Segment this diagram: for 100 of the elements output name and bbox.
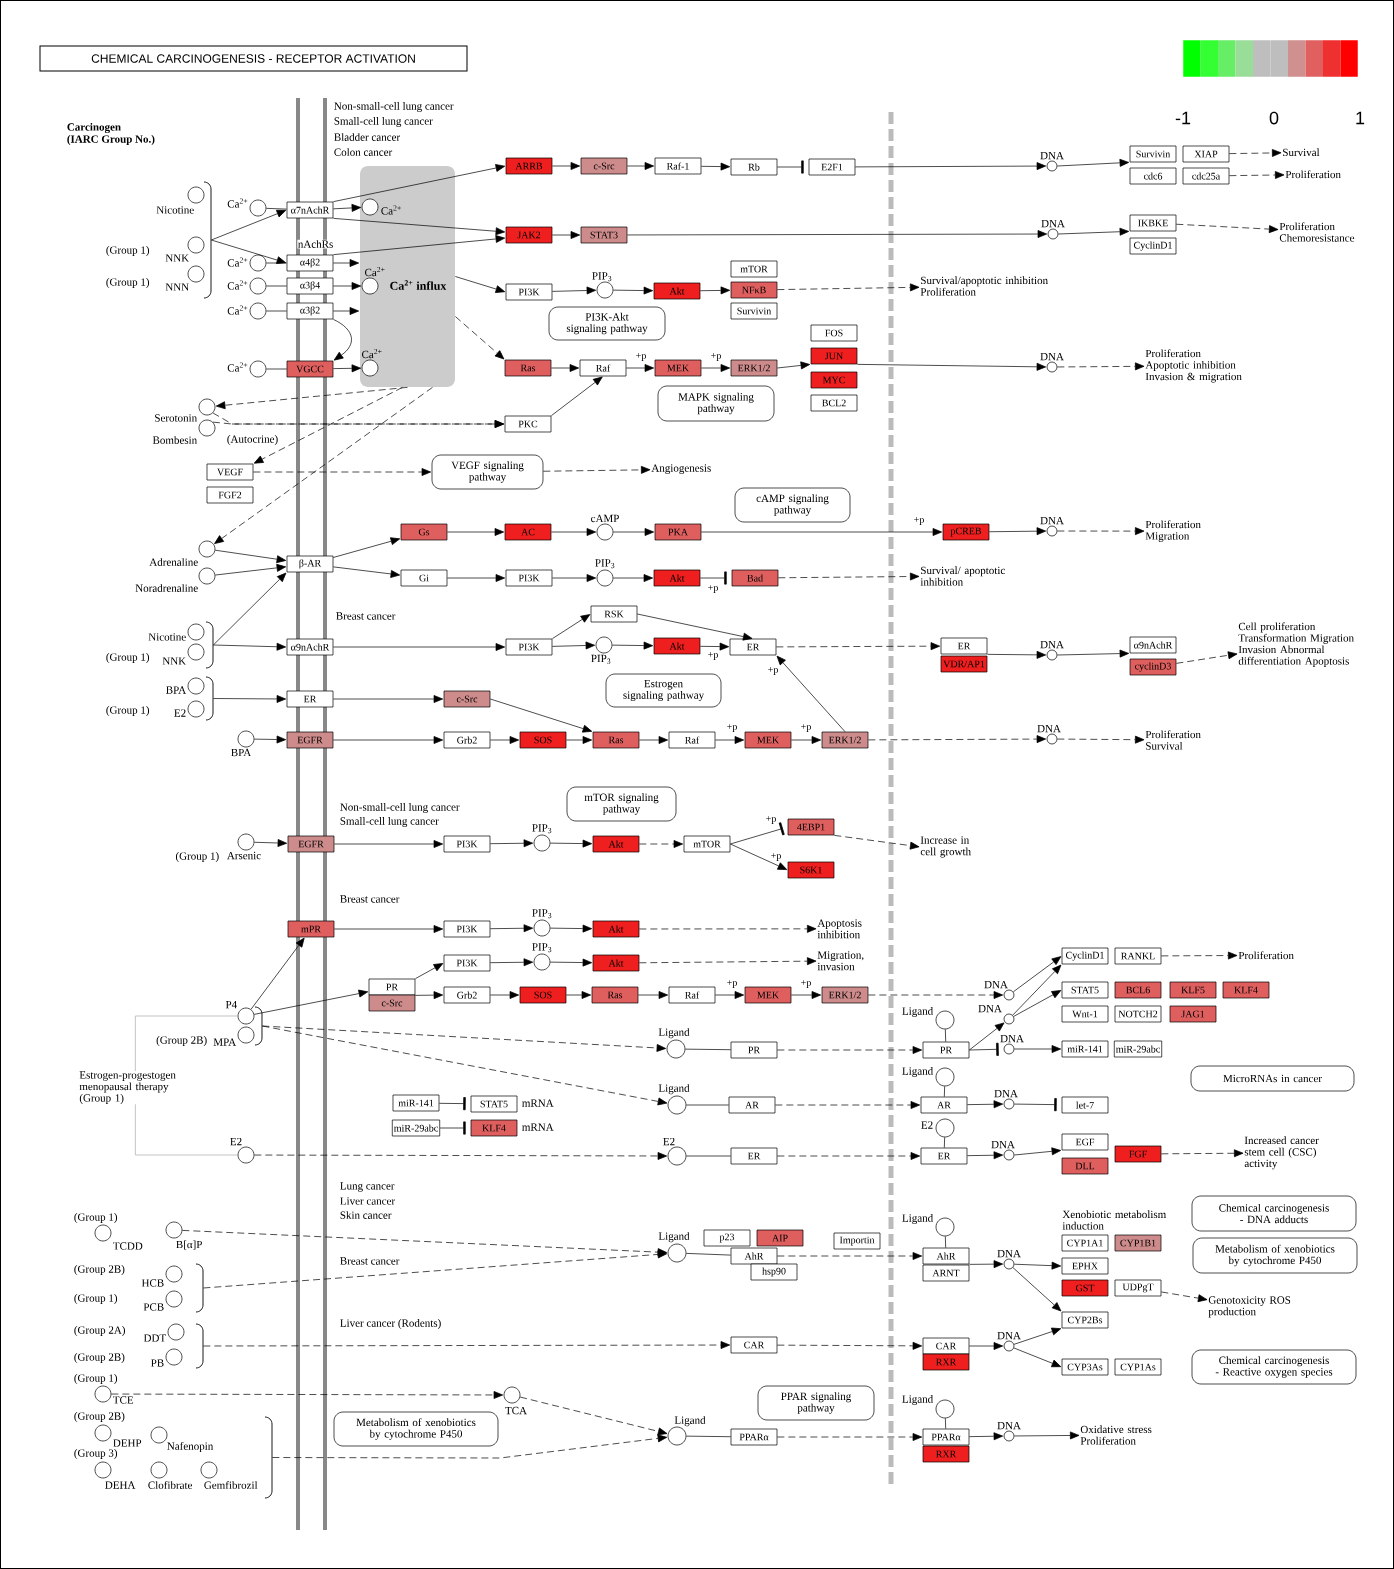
gene-box: FGF xyxy=(1114,1145,1162,1163)
arrow xyxy=(613,574,654,582)
arrow xyxy=(333,307,360,315)
gene-box: Bad xyxy=(731,569,779,587)
annotation-text: Breast cancer xyxy=(336,612,396,620)
compound-label: Ca$^{2+}$ xyxy=(227,257,248,267)
arrow xyxy=(967,1151,1004,1160)
gene-box: ER xyxy=(286,690,334,708)
compound-label: PIP$_{3}$ xyxy=(591,654,611,664)
gene-box: α7nAchR xyxy=(286,201,334,219)
compound-label: Ligand xyxy=(658,1232,690,1243)
bracket xyxy=(195,1323,204,1369)
arrow xyxy=(214,563,287,576)
arrow xyxy=(552,162,581,170)
arrow xyxy=(550,839,593,848)
compound-label: DNA xyxy=(1037,724,1061,733)
arrow xyxy=(730,843,788,870)
compound-label: MPA xyxy=(213,1038,237,1046)
arrow xyxy=(638,991,669,999)
gene-box: hsp90 xyxy=(750,1263,798,1281)
arrow xyxy=(1176,223,1279,233)
gene-box: Raf xyxy=(579,359,627,377)
compound-label: DNA xyxy=(1040,352,1064,361)
gene-box: PI3K xyxy=(505,283,553,301)
compound-label: DNA xyxy=(991,1140,1015,1149)
gene-box: SOS xyxy=(519,986,567,1004)
gene-box: RXR xyxy=(922,1445,970,1463)
arrow xyxy=(639,957,817,966)
gene-box: PI3K xyxy=(443,954,491,972)
compound-label: Ca$^{2+}$ xyxy=(227,280,248,290)
arrow xyxy=(213,642,287,651)
compound-label: TCDD xyxy=(113,1242,143,1250)
outcome-text: Estrogen-progestogen menopausal therapy (Group 1) xyxy=(79,1071,176,1104)
compound-label: E2 xyxy=(663,1137,675,1146)
connector-line xyxy=(266,310,287,312)
gene-box: Rb xyxy=(730,158,778,176)
outcome-text: Proliferation Apoptotic inhibition Invasion & migration xyxy=(1145,349,1242,383)
gene-box: c-Src xyxy=(580,157,628,175)
gene-box: cdc25a xyxy=(1182,167,1230,185)
arrow xyxy=(253,387,403,464)
arrow xyxy=(490,736,520,744)
bracket xyxy=(205,676,214,721)
arrow xyxy=(333,736,444,744)
arrow xyxy=(551,376,603,416)
gene-box: SOS xyxy=(519,731,567,749)
arrow xyxy=(969,1022,1005,1051)
arrow xyxy=(1014,1261,1062,1270)
arrow xyxy=(1058,227,1130,236)
annotation-text: (Group 1) xyxy=(74,1294,118,1304)
edge-label: +p xyxy=(710,352,722,362)
group-label: (Group 1) xyxy=(106,706,150,716)
connector-line xyxy=(944,1029,947,1042)
annotation-text: Breast cancer xyxy=(340,895,400,903)
gene-box: E2F1 xyxy=(808,158,856,176)
compound-label: PCB xyxy=(143,1303,164,1311)
arrow xyxy=(111,1391,504,1399)
arrow xyxy=(1057,735,1145,744)
compound-label: Ca$^{2+}$ xyxy=(365,267,385,277)
arrow xyxy=(700,642,730,651)
gene-box: miR-141 xyxy=(392,1094,440,1112)
arrow xyxy=(626,364,655,372)
arrow xyxy=(868,735,1047,743)
annotation-text: mRNA xyxy=(522,1123,554,1131)
arrow xyxy=(969,1432,1004,1441)
gene-box: PI3K xyxy=(505,569,553,587)
gene-box: pCREB xyxy=(942,523,990,541)
compound-label: Serotonin xyxy=(155,414,197,422)
arrow xyxy=(1013,1327,1062,1345)
pathway-box: cAMP signaling pathway xyxy=(734,487,851,523)
arrow xyxy=(967,1100,1004,1109)
connector-line xyxy=(686,1155,731,1157)
group-label: (Group 2B) xyxy=(156,1036,207,1046)
heading-text: (IARC Group No.) xyxy=(67,135,155,145)
gene-box: MEK xyxy=(744,731,792,749)
outcome-text: Increase in cell growth xyxy=(920,836,971,858)
gene-box: ERK1/2 xyxy=(821,986,869,1004)
arrow xyxy=(868,991,1004,999)
arrow xyxy=(211,209,287,241)
arrow xyxy=(701,364,731,372)
gene-box: α9nAchR xyxy=(286,638,334,656)
compound-label: NNK xyxy=(162,657,187,665)
gene-box: c-Src xyxy=(368,994,416,1012)
gene-box: STAT5 xyxy=(470,1095,518,1113)
arrow xyxy=(455,276,506,293)
arrow xyxy=(775,1101,921,1109)
arrow xyxy=(272,1434,668,1459)
pathway-box: PI3K-Akt signaling pathway xyxy=(548,306,666,341)
gene-box: ER xyxy=(940,637,988,655)
outcome-text: Increased cancer stem cell (CSC) activity xyxy=(1244,1136,1319,1170)
gene-box: Grb2 xyxy=(443,986,491,1004)
gene-box: DLL xyxy=(1061,1157,1109,1175)
pathway-box: Chemical carcinogenesis - DNA adducts xyxy=(1191,1195,1357,1232)
gene-box: Wnt-1 xyxy=(1061,1005,1109,1023)
bracket xyxy=(254,1006,263,1046)
outcome-text: Proliferation xyxy=(1285,170,1341,179)
arrow xyxy=(1057,527,1145,536)
compound-label: PIP$_{3}$ xyxy=(532,909,552,919)
arrow xyxy=(776,655,846,732)
arrow xyxy=(333,695,444,703)
compound-label: DNA xyxy=(978,1004,1002,1013)
